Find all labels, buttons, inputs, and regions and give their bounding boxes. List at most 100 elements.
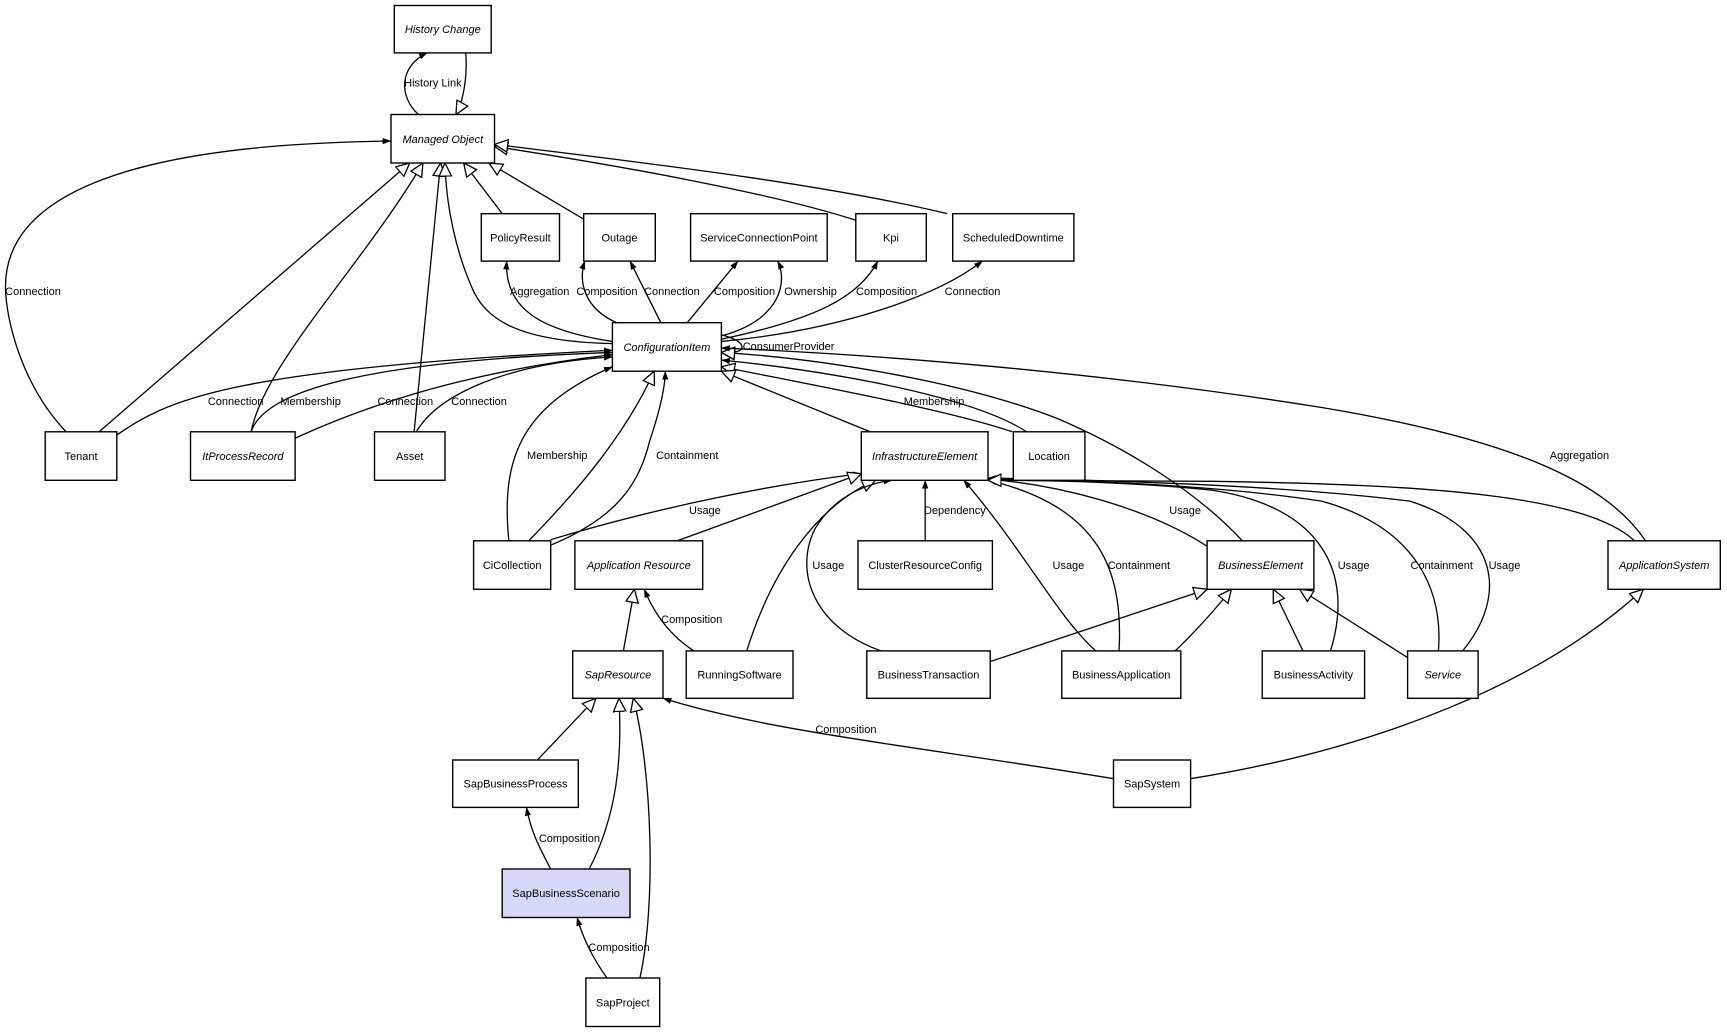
edge-business-transaction-to-infrastructure-element: Usage: [807, 478, 893, 651]
class-box[interactable]: [1206, 540, 1315, 590]
class-name: RunningSoftware: [697, 670, 781, 682]
association-line: [964, 480, 1096, 651]
class-box[interactable]: [1061, 650, 1182, 700]
class-name: History Change: [405, 24, 481, 36]
class-box[interactable]: [1261, 650, 1366, 700]
class-name: SapBusinessProcess: [464, 779, 568, 791]
class-box[interactable]: [44, 431, 118, 481]
edge-sap-system-to-sap-resource: Composition: [662, 698, 1113, 778]
class-node-business-transaction[interactable]: BusinessTransaction: [866, 650, 991, 700]
edge-cluster-resource-config-to-infrastructure-element: Dependency: [922, 479, 986, 541]
class-box[interactable]: [585, 977, 661, 1028]
inheritance-line: [1191, 589, 1644, 778]
class-node-asset[interactable]: Asset: [373, 431, 446, 481]
edge-business-element-to-infrastructure-element: Usage: [987, 476, 1207, 546]
class-box[interactable]: [952, 212, 1075, 262]
class-name: ConfigurationItem: [623, 342, 710, 354]
class-box[interactable]: [866, 650, 991, 700]
edge-location-to-configuration-item: Membership: [720, 357, 1026, 432]
edge-scheduled-downtime-to-managed-object: [495, 144, 948, 213]
class-name: Asset: [396, 451, 424, 463]
class-box[interactable]: [452, 759, 580, 809]
class-node-it-process-record[interactable]: ItProcessRecord: [189, 431, 296, 481]
class-node-configuration-item[interactable]: ConfigurationItem: [611, 322, 723, 372]
class-box[interactable]: [1406, 650, 1479, 700]
class-box[interactable]: [685, 650, 794, 700]
inheritance-line: [495, 146, 856, 220]
class-node-sap-system[interactable]: SapSystem: [1112, 759, 1192, 809]
association-line: [416, 354, 613, 432]
class-box[interactable]: [689, 212, 828, 262]
class-node-cluster-resource-config[interactable]: ClusterResourceConfig: [857, 540, 994, 590]
class-box[interactable]: [189, 431, 296, 481]
class-node-service-connection-point[interactable]: ServiceConnectionPoint: [689, 212, 828, 262]
edge-label: Membership: [904, 396, 965, 408]
edge-label: Connection: [5, 286, 61, 298]
class-box[interactable]: [574, 540, 704, 590]
class-node-scheduled-downtime[interactable]: ScheduledDowntime: [952, 212, 1075, 262]
edge-tenant-to-managed-object: Connection: [5, 138, 392, 432]
class-node-service[interactable]: Service: [1406, 650, 1479, 700]
class-node-infrastructure-element[interactable]: InfrastructureElement: [860, 431, 989, 481]
class-box[interactable]: [860, 431, 989, 481]
class-box[interactable]: [480, 212, 561, 262]
class-box[interactable]: [1012, 431, 1086, 481]
class-box[interactable]: [572, 650, 664, 700]
class-name: Location: [1028, 451, 1070, 463]
edge-ci-collection-to-configuration-item: Membership: [507, 367, 613, 541]
class-box[interactable]: [611, 322, 723, 372]
association-line: [576, 917, 607, 978]
edge-business-activity-to-business-element: [1273, 589, 1303, 651]
class-node-policy-result[interactable]: PolicyResult: [480, 212, 561, 262]
class-box[interactable]: [472, 540, 552, 590]
class-node-sap-resource[interactable]: SapResource: [572, 650, 664, 700]
association-line: [720, 345, 1645, 541]
class-box[interactable]: [373, 431, 446, 481]
class-node-location[interactable]: Location: [1012, 431, 1086, 481]
class-node-sap-project[interactable]: SapProject: [585, 977, 661, 1028]
class-name: BusinessElement: [1218, 560, 1304, 572]
class-node-business-activity[interactable]: BusinessActivity: [1261, 650, 1366, 700]
edge-sap-project-to-sap-resource: [633, 698, 650, 978]
inheritance-line: [721, 371, 870, 432]
class-box[interactable]: [583, 212, 657, 262]
class-box[interactable]: [1112, 759, 1192, 809]
inheritance-line: [489, 163, 584, 219]
class-node-running-software[interactable]: RunningSoftware: [685, 650, 794, 700]
edge-application-resource-to-infrastructure-element: [677, 474, 861, 541]
edge-ci-collection-to-configuration-item: Containment: [551, 370, 718, 545]
class-node-application-system[interactable]: ApplicationSystem: [1607, 540, 1722, 590]
class-box[interactable]: [393, 4, 492, 54]
class-name: SapBusinessScenario: [512, 888, 620, 900]
class-node-sap-business-process[interactable]: SapBusinessProcess: [452, 759, 580, 809]
edge-label: Ownership: [784, 286, 837, 298]
inheritance-line: [989, 589, 1207, 662]
class-box[interactable]: [501, 868, 631, 919]
class-node-kpi[interactable]: Kpi: [855, 212, 927, 262]
class-box[interactable]: [1607, 540, 1722, 590]
class-node-outage[interactable]: Outage: [583, 212, 657, 262]
edge-label: Dependency: [924, 505, 986, 517]
class-node-managed-object[interactable]: Managed Object: [390, 113, 496, 164]
class-box[interactable]: [390, 113, 496, 164]
edge-running-software-to-application-resource: Composition: [644, 588, 722, 651]
inheritance-line: [721, 367, 1012, 432]
inheritance-line: [721, 352, 1242, 540]
class-node-sap-business-scenario[interactable]: SapBusinessScenario: [501, 868, 631, 919]
edge-label: Containment: [656, 450, 718, 462]
inheritance-line: [633, 698, 650, 978]
class-name: ServiceConnectionPoint: [700, 232, 817, 244]
class-name: Kpi: [883, 232, 899, 244]
inheritance-line: [464, 163, 503, 214]
class-box[interactable]: [855, 212, 927, 262]
class-node-business-element[interactable]: BusinessElement: [1206, 540, 1315, 590]
class-node-tenant[interactable]: Tenant: [44, 431, 118, 481]
class-node-history-change[interactable]: History Change: [393, 4, 492, 54]
class-box[interactable]: [857, 540, 994, 590]
edge-asset-to-managed-object: [414, 163, 440, 432]
class-node-application-resource[interactable]: Application Resource: [574, 540, 704, 590]
class-node-ci-collection[interactable]: CiCollection: [472, 540, 552, 590]
class-node-business-application[interactable]: BusinessApplication: [1061, 650, 1182, 700]
